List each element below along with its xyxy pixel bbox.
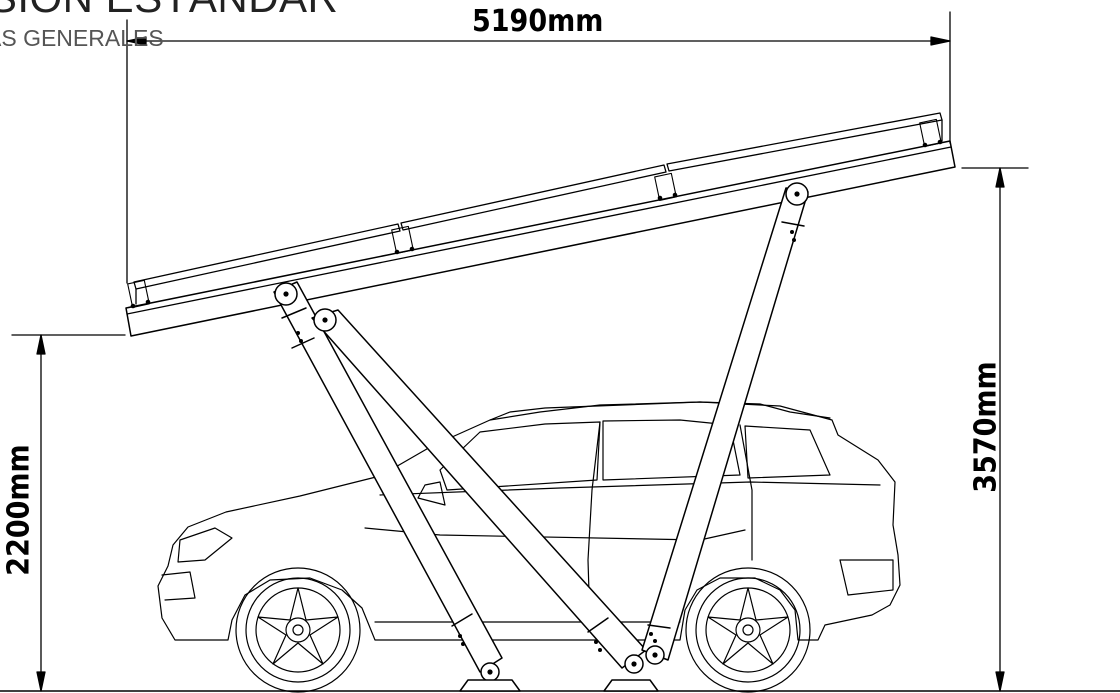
panel-clamp <box>127 118 942 308</box>
wheel-front <box>235 567 361 693</box>
lower-height-dimension-label: 2200mm <box>1 444 37 576</box>
base-plate-left <box>459 679 521 692</box>
dimension-upper-height <box>961 167 1029 692</box>
wheel-rear <box>685 567 811 693</box>
solar-panel-assembly <box>125 112 956 337</box>
dimension-width <box>126 11 951 284</box>
page-title: RSIÓN ESTÁNDAR <box>0 0 338 22</box>
leg-right <box>641 187 809 661</box>
support-structure <box>273 182 809 692</box>
width-dimension-label: 5190mm <box>472 4 604 39</box>
dimension-lower-height <box>11 334 126 692</box>
base-plate-right <box>603 679 659 692</box>
upper-height-dimension-label: 3570mm <box>968 361 1004 493</box>
page-subtitle: AS GENERALES <box>0 25 164 51</box>
